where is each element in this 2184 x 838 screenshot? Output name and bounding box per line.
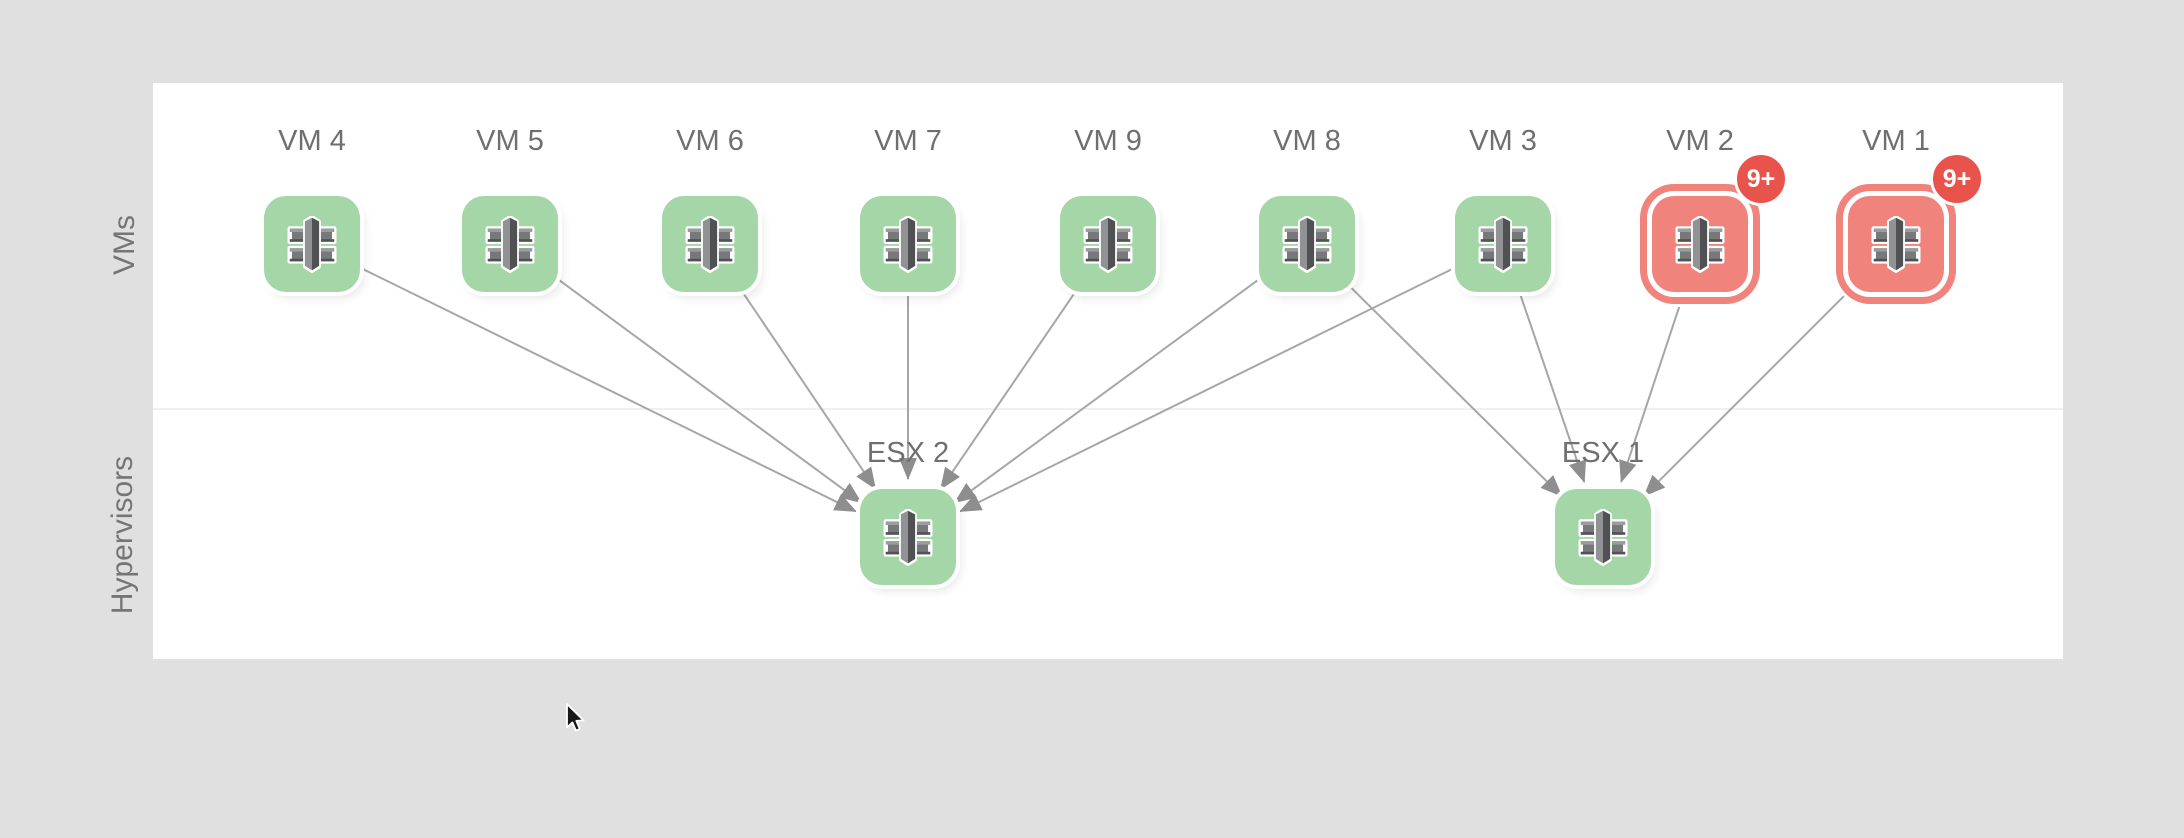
mouse-cursor-icon bbox=[566, 703, 585, 732]
vm-node-vm6[interactable] bbox=[662, 196, 758, 292]
edge-vm3-esx1 bbox=[1518, 290, 1587, 484]
vm-label-vm2: VM 2 bbox=[1666, 125, 1734, 157]
vm-3d-cross-icon bbox=[485, 215, 535, 273]
vm-3d-cross-icon bbox=[1578, 508, 1628, 566]
vm-3d-cross-icon bbox=[883, 508, 933, 566]
vm-label-vm9: VM 9 bbox=[1074, 125, 1142, 157]
vm-label-vm1: VM 1 bbox=[1862, 125, 1930, 157]
vm-3d-cross-icon bbox=[1675, 215, 1725, 273]
vm-3d-cross-icon bbox=[685, 215, 735, 273]
vm-node-vm8[interactable] bbox=[1259, 196, 1355, 292]
row-label-hypervisors: Hypervisors bbox=[106, 455, 139, 615]
edge-vm6-esx2 bbox=[737, 284, 877, 490]
vm-label-vm3: VM 3 bbox=[1469, 125, 1537, 157]
vm-3d-cross-icon bbox=[1282, 215, 1332, 273]
edge-vm8-esx1 bbox=[1341, 278, 1563, 497]
hypervisor-label-esx1: ESX 1 bbox=[1561, 437, 1645, 469]
vm-label-vm6: VM 6 bbox=[676, 125, 744, 157]
vm-node-vm1[interactable]: 9+ bbox=[1848, 152, 1984, 292]
edge-vm8-esx2 bbox=[953, 272, 1268, 504]
vm-3d-cross-icon bbox=[883, 215, 933, 273]
vm-3d-cross-icon bbox=[287, 215, 337, 273]
vm-node-vm4[interactable] bbox=[264, 196, 360, 292]
vm-node-vm5[interactable] bbox=[462, 196, 558, 292]
vm-node-vm7[interactable] bbox=[860, 196, 956, 292]
alert-count-badge-vm2: 9+ bbox=[1734, 152, 1788, 206]
edge-vm9-esx2 bbox=[939, 284, 1081, 490]
edge-vm1-esx1 bbox=[1643, 278, 1862, 497]
vm-label-vm7: VM 7 bbox=[874, 125, 942, 157]
row-divider bbox=[153, 408, 2063, 410]
hypervisor-node-esx1[interactable] bbox=[1555, 489, 1651, 585]
edge-vm2-esx1 bbox=[1619, 291, 1686, 483]
vm-node-vm3[interactable] bbox=[1455, 196, 1551, 292]
vm-label-vm8: VM 8 bbox=[1273, 125, 1341, 157]
vm-label-vm4: VM 4 bbox=[278, 125, 346, 157]
vm-3d-cross-icon bbox=[1871, 215, 1921, 273]
vm-3d-cross-icon bbox=[1083, 215, 1133, 273]
edge-vm4-esx2 bbox=[356, 265, 857, 513]
edge-vm3-esx2 bbox=[959, 265, 1459, 513]
vm-node-vm9[interactable] bbox=[1060, 196, 1156, 292]
vm-node-vm2[interactable]: 9+ bbox=[1652, 152, 1788, 292]
row-label-vms: VMs bbox=[108, 215, 141, 275]
hypervisor-node-esx2[interactable] bbox=[860, 489, 956, 585]
vm-3d-cross-icon bbox=[1478, 215, 1528, 273]
hypervisor-label-esx2: ESX 2 bbox=[866, 437, 950, 469]
edge-vm5-esx2 bbox=[549, 272, 863, 504]
vm-label-vm5: VM 5 bbox=[476, 125, 544, 157]
alert-count-badge-vm1: 9+ bbox=[1930, 152, 1984, 206]
edges-layer bbox=[356, 265, 1862, 513]
